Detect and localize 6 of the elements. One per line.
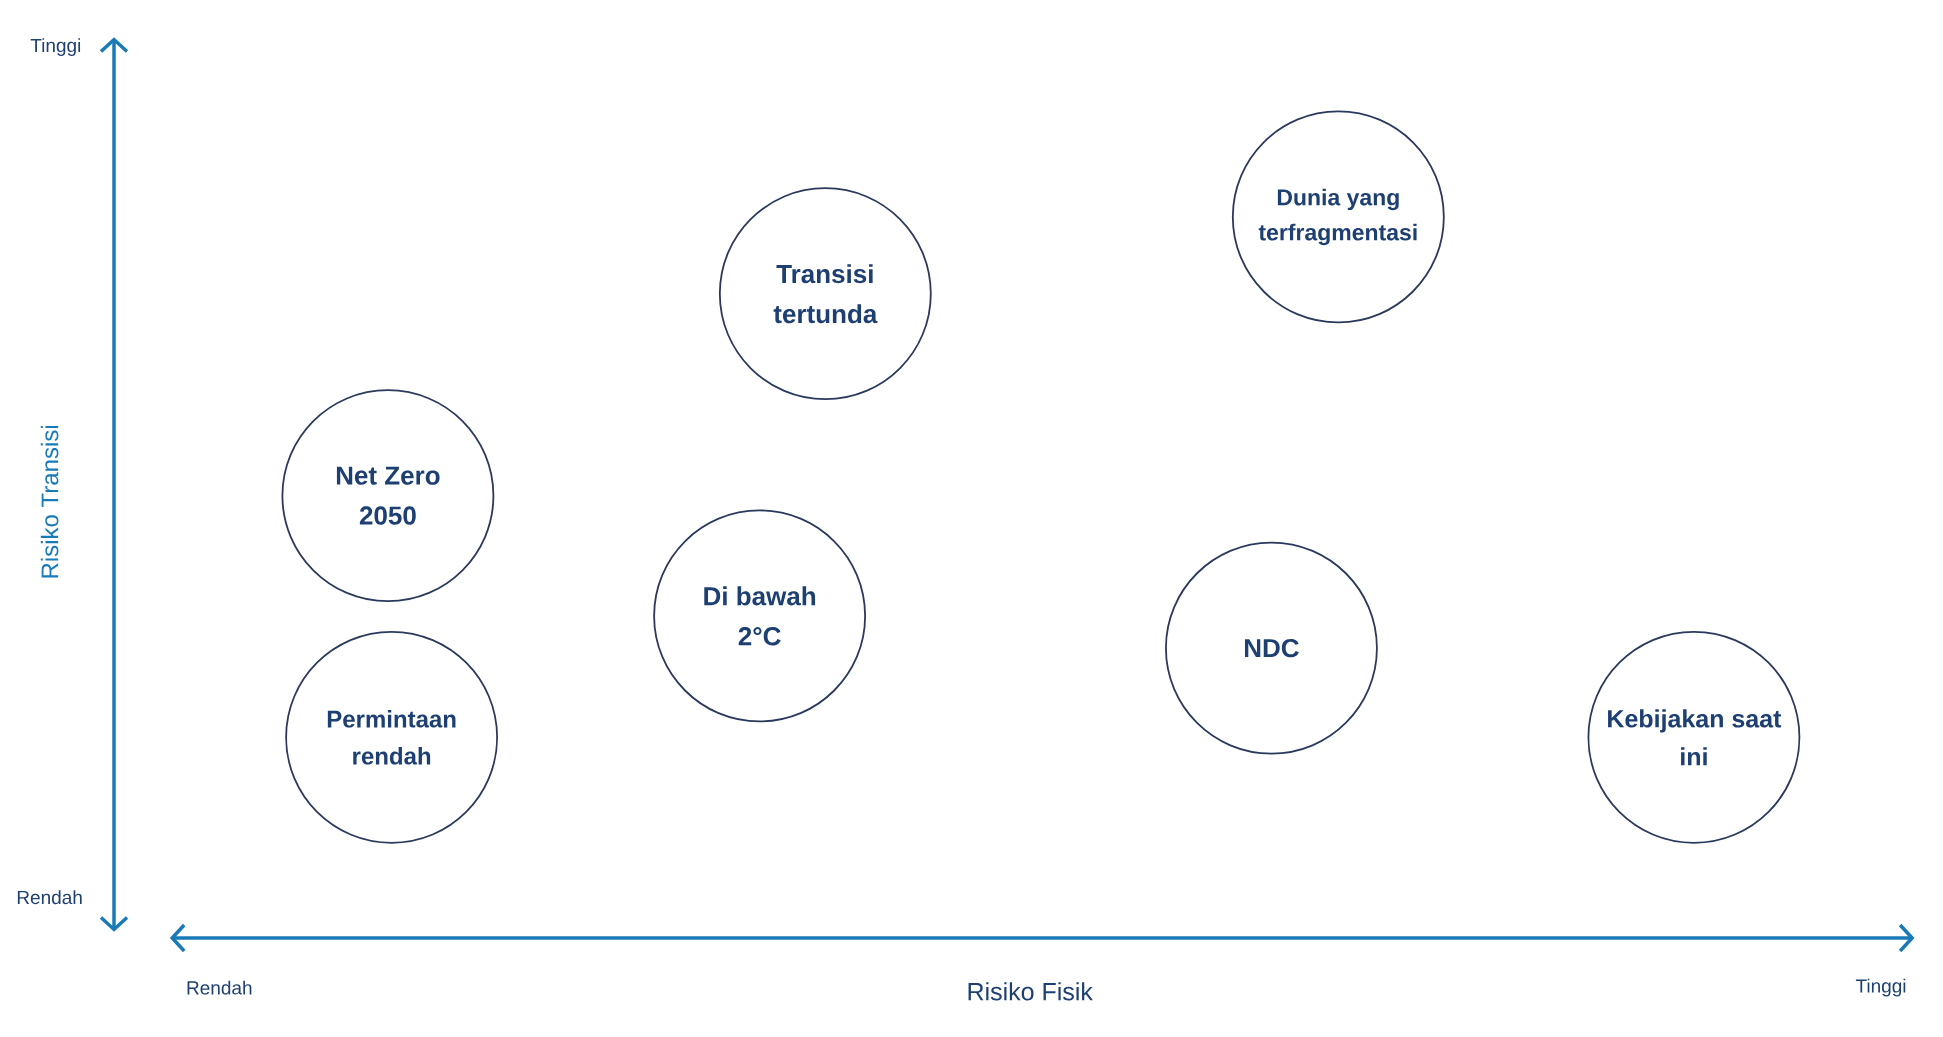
axis-title: Risiko Transisi xyxy=(40,426,59,578)
axis-title: Risiko Fisik xyxy=(968,982,1093,1001)
axis-label: Tinggi xyxy=(1855,978,1906,997)
axis-label: Tinggi xyxy=(30,38,81,56)
axis-label: Rendah xyxy=(17,890,82,905)
axis-label: Rendah xyxy=(187,980,252,995)
